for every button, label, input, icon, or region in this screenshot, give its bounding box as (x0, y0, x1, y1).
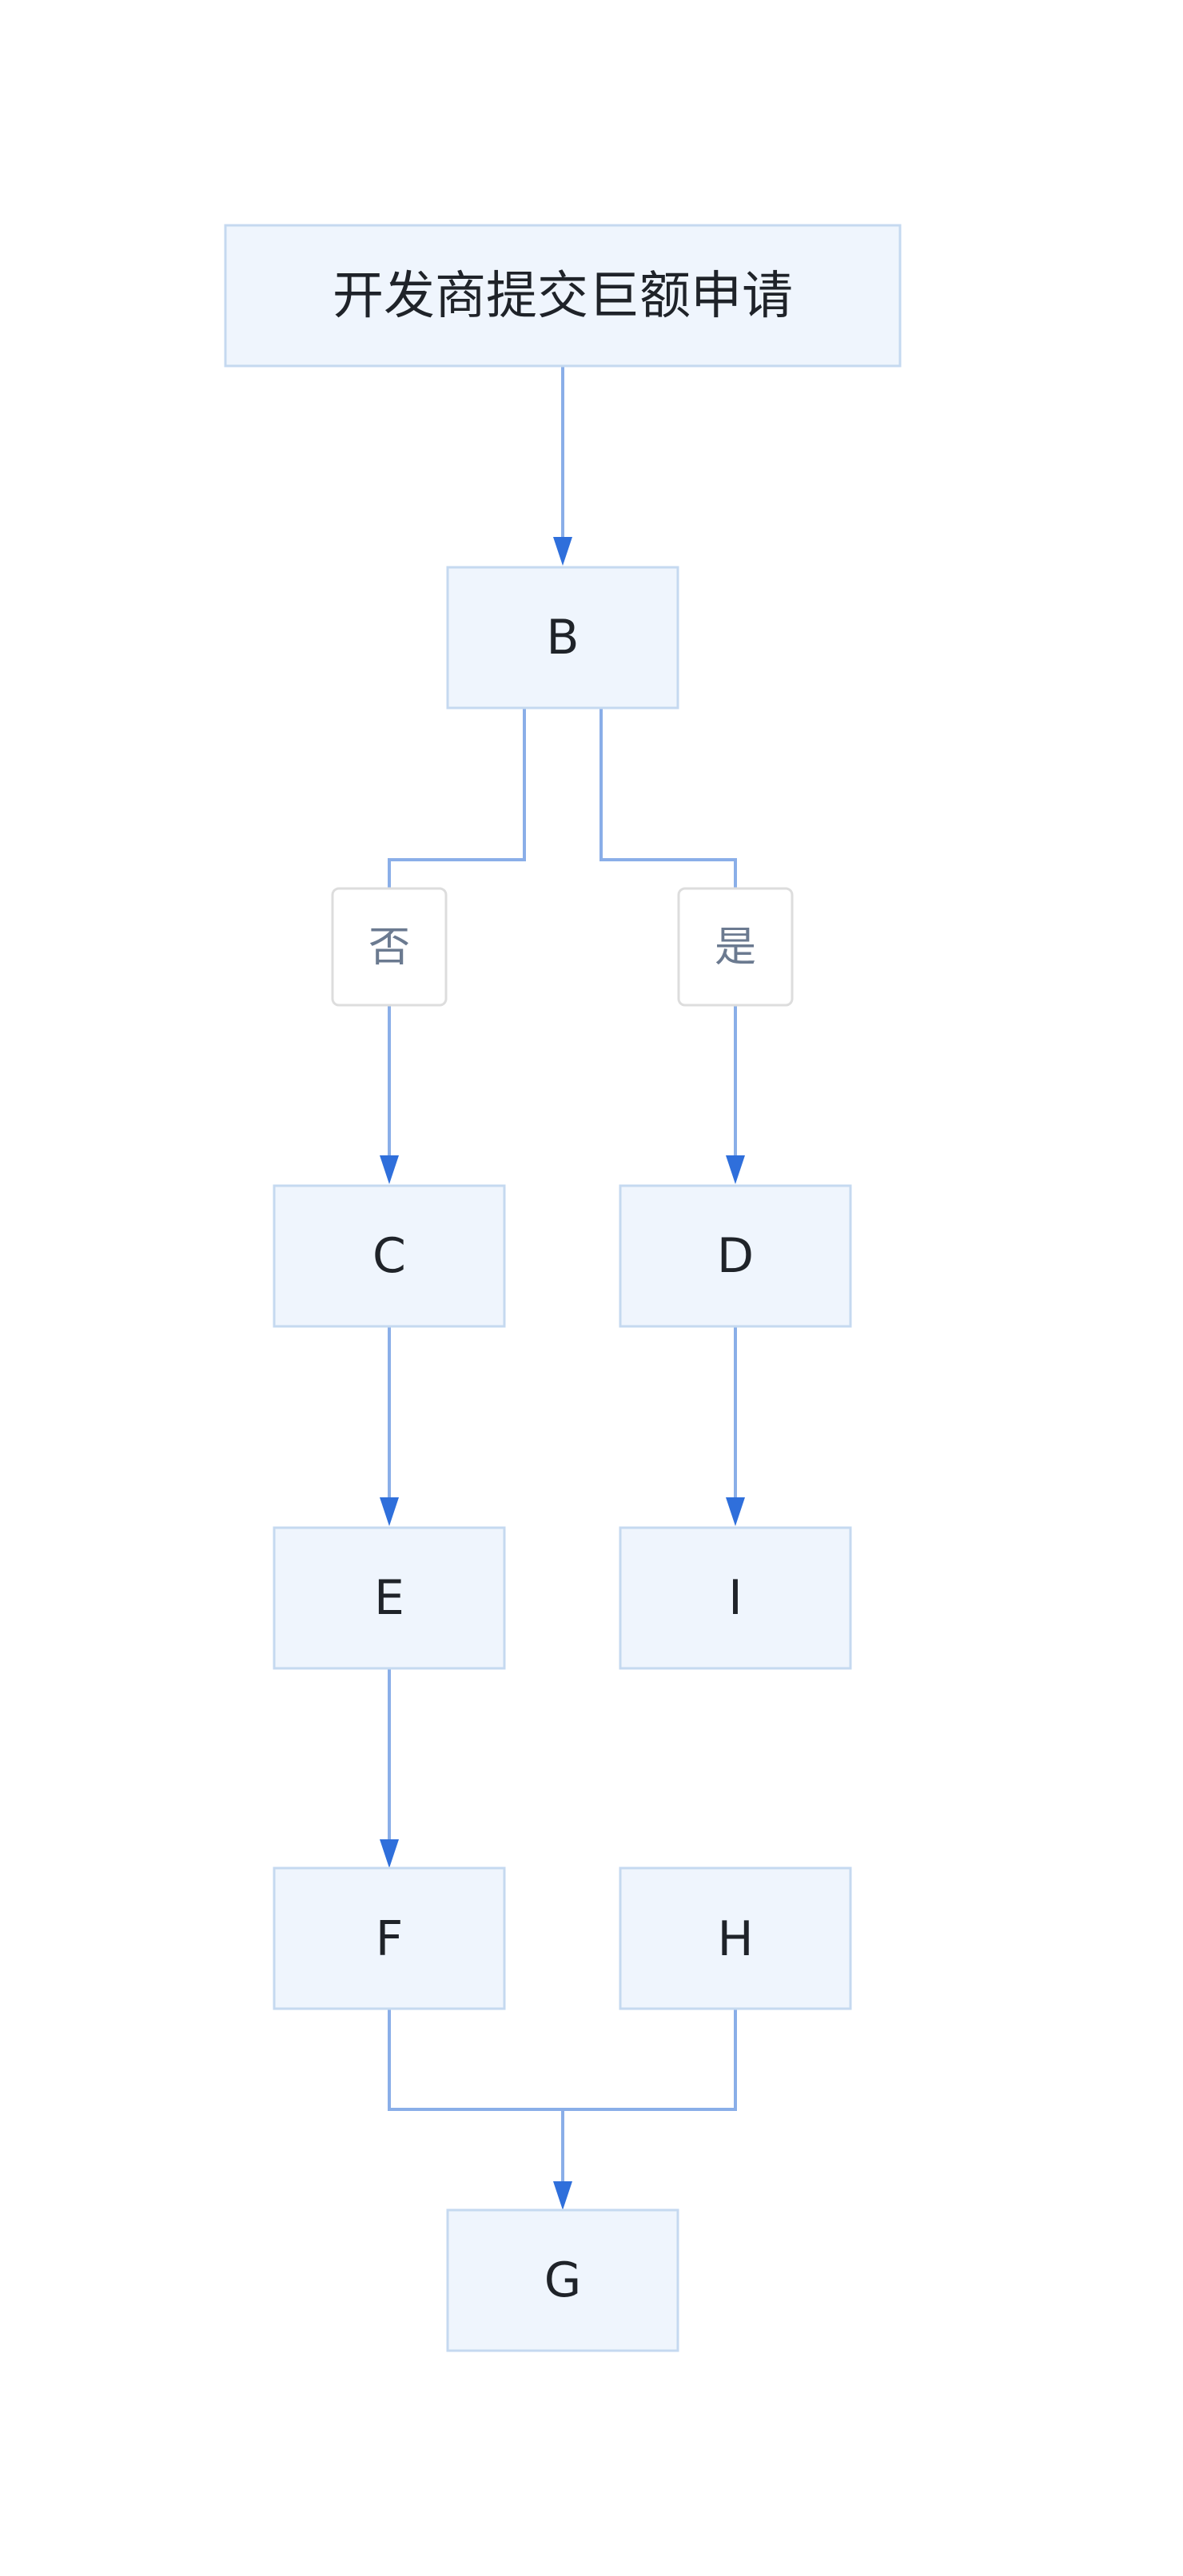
arrowhead-to-b (553, 537, 572, 566)
edges (380, 366, 745, 2210)
arrowhead-to-c (380, 1155, 399, 1184)
node-i: I (619, 1526, 852, 1670)
node-d-text: D (717, 1228, 754, 1284)
edge-h-to-g (563, 2009, 737, 2111)
node-a-text: 开发商提交巨额申请 (333, 267, 793, 326)
edge-b-to-yes-label (599, 708, 737, 888)
node-f-text: F (376, 1911, 404, 1967)
node-e: E (273, 1526, 506, 1670)
node-g-text: G (544, 2252, 582, 2308)
arrowhead-to-d (726, 1155, 745, 1184)
node-d: D (619, 1184, 852, 1328)
node-c: C (273, 1184, 506, 1328)
edge-label-yes-text: 是 (715, 924, 756, 972)
node-h: H (619, 1866, 852, 2010)
arrowhead-to-e (380, 1497, 399, 1526)
node-b: B (446, 566, 679, 710)
node-i-text: I (728, 1570, 743, 1626)
edge-f-to-g (388, 2009, 563, 2111)
arrowhead-to-f (380, 1839, 399, 1868)
node-g: G (446, 2208, 679, 2352)
edge-label-no: 否 (331, 887, 448, 1007)
node-h-text: H (717, 1911, 753, 1967)
node-a: 开发商提交巨额申请 (224, 224, 902, 368)
node-e-text: E (374, 1570, 404, 1626)
node-c-text: C (372, 1228, 406, 1284)
node-b-text: B (546, 610, 579, 666)
edge-label-no-text: 否 (368, 924, 410, 972)
edge-label-yes: 是 (677, 887, 794, 1007)
arrowhead-to-i (726, 1497, 745, 1526)
node-f: F (273, 1866, 506, 2010)
arrowhead-to-g (553, 2181, 572, 2210)
edge-b-to-no-label (388, 708, 526, 888)
